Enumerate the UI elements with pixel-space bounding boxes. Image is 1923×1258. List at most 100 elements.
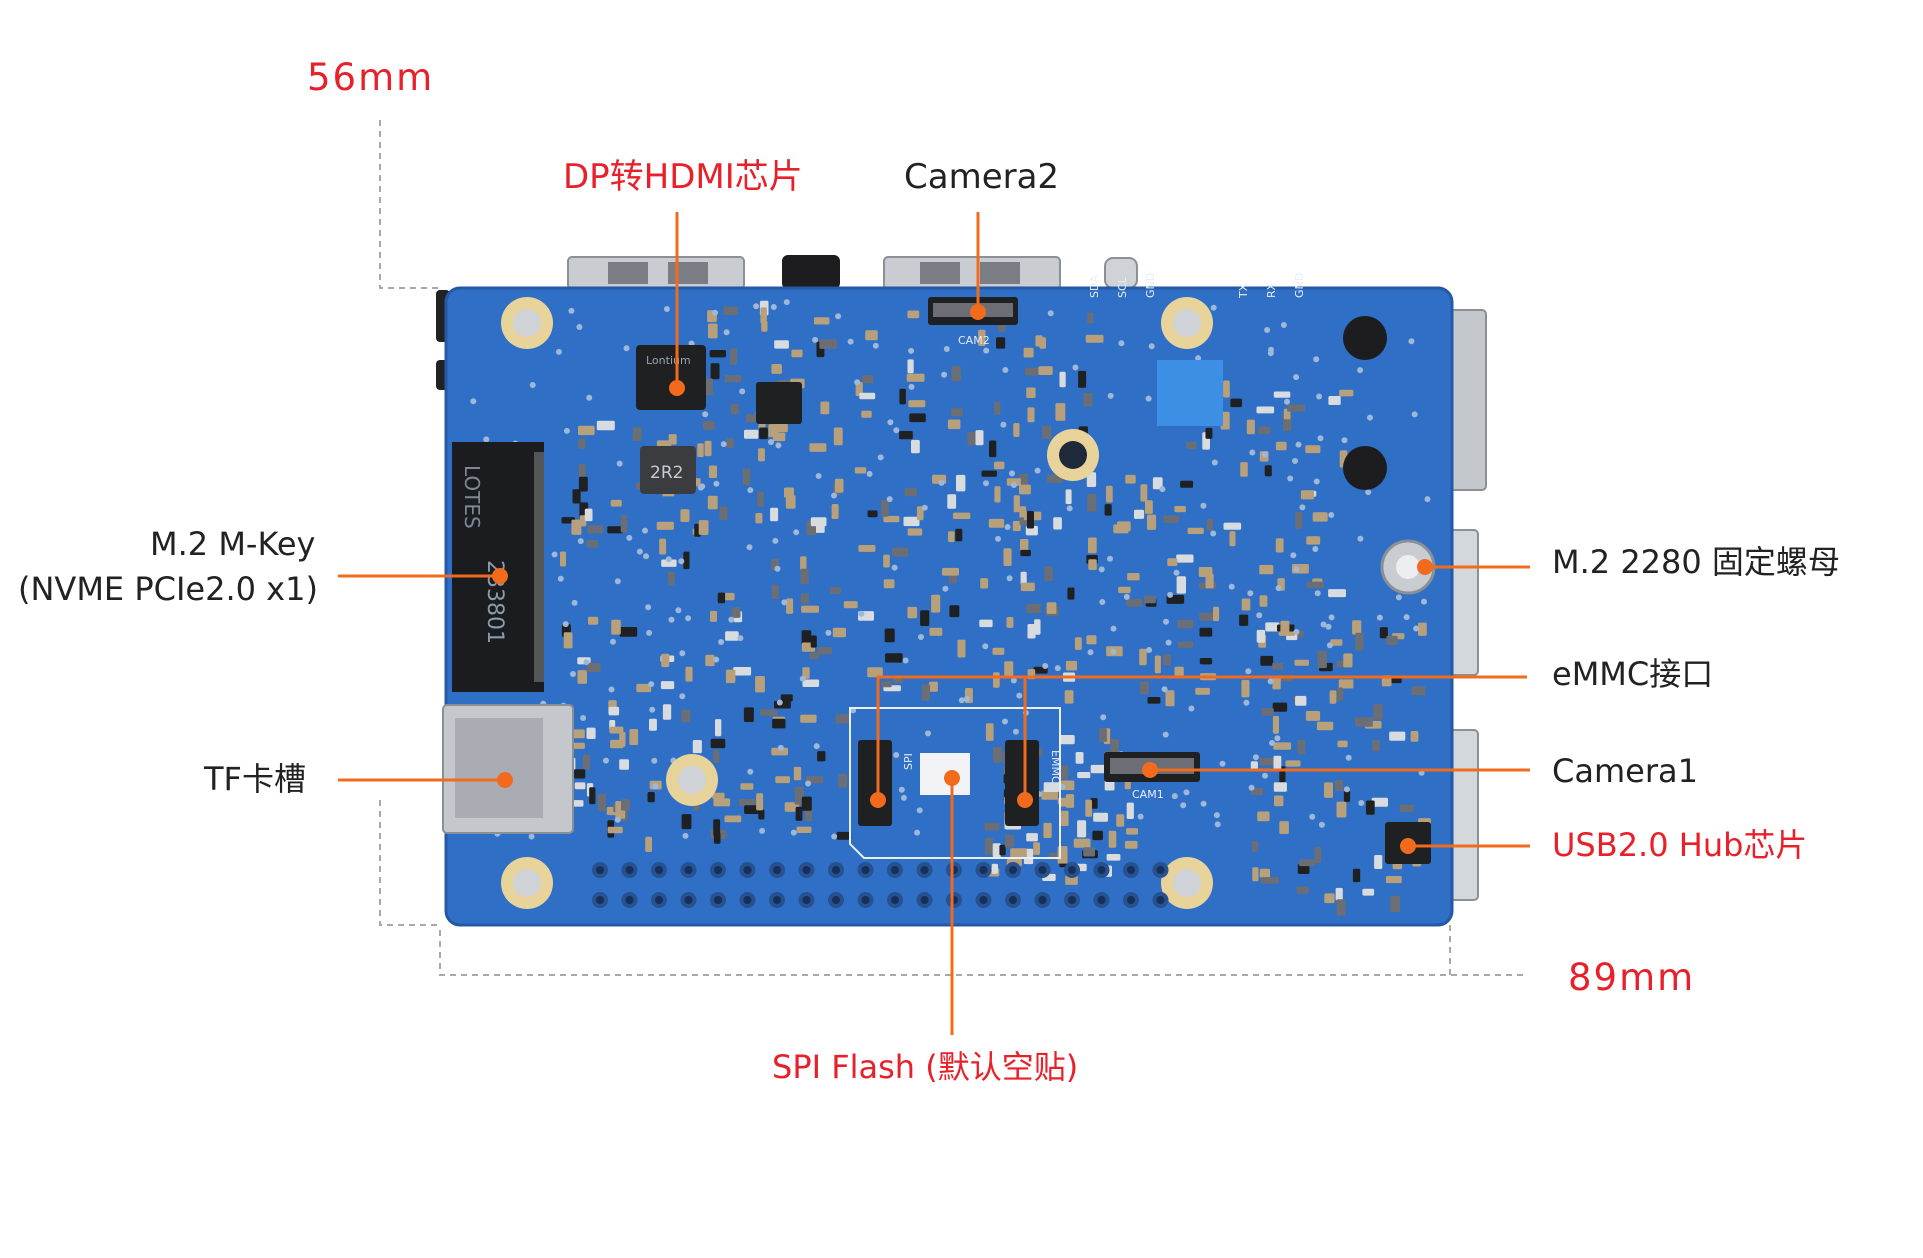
pcb-via xyxy=(570,671,576,677)
dimension-width: 89mm xyxy=(1568,956,1696,999)
smd-component xyxy=(784,487,794,498)
smd-component xyxy=(820,401,830,415)
pcb-via xyxy=(938,479,945,486)
smd-component xyxy=(1059,371,1066,388)
gpio-pin-hole xyxy=(1127,866,1135,874)
pcb-via xyxy=(1256,612,1263,619)
smd-component xyxy=(746,414,757,423)
pcb-via xyxy=(916,807,923,814)
gpio-pin-hole xyxy=(743,866,752,874)
pcb-via xyxy=(723,329,730,336)
smd-component xyxy=(801,796,812,811)
smd-component xyxy=(1012,521,1021,532)
pcb-via xyxy=(1243,699,1250,706)
pcb-via xyxy=(1200,502,1207,509)
smd-component xyxy=(980,578,989,589)
smd-component xyxy=(1386,635,1398,646)
pcb-via xyxy=(1010,482,1017,488)
gpio-silk-label: GND xyxy=(1144,273,1157,298)
smd-component xyxy=(1140,484,1148,502)
pcb-via xyxy=(563,427,570,434)
pcb-via xyxy=(616,460,623,467)
smd-component xyxy=(1337,740,1348,748)
smd-component xyxy=(884,628,895,643)
pcb-via xyxy=(925,730,931,737)
pcb-via xyxy=(777,744,784,751)
smd-component xyxy=(1038,366,1053,375)
pcb-via xyxy=(1002,367,1009,373)
smd-component xyxy=(1116,814,1125,827)
smd-component xyxy=(659,538,667,555)
smd-component xyxy=(993,461,1005,470)
pcb-via xyxy=(1269,740,1275,746)
smd-component xyxy=(1296,886,1309,894)
smd-component xyxy=(1366,800,1375,815)
pcb-via xyxy=(1110,625,1117,632)
smd-component xyxy=(1074,637,1082,650)
smd-component xyxy=(774,340,789,349)
pcb-via xyxy=(775,442,782,449)
pcb-via xyxy=(718,639,725,645)
smd-component xyxy=(1027,624,1036,639)
smd-component xyxy=(1257,811,1270,822)
smd-component xyxy=(952,512,971,519)
pcb-via xyxy=(753,303,760,310)
label-camera2: Camera2 xyxy=(904,157,1060,197)
smd-component xyxy=(833,427,843,446)
pcb-via xyxy=(1110,648,1117,655)
smd-component xyxy=(586,662,601,673)
smd-component xyxy=(1177,641,1194,648)
smd-component xyxy=(1229,531,1236,547)
orange-dot-icon xyxy=(1417,559,1433,575)
smd-component xyxy=(1010,848,1027,858)
smd-component xyxy=(832,627,846,638)
pcb-via xyxy=(1287,475,1294,482)
smd-component xyxy=(717,592,726,604)
smd-component xyxy=(1372,739,1380,752)
smd-component xyxy=(1335,887,1343,901)
pcb-via xyxy=(712,309,718,316)
smd-component xyxy=(1055,403,1066,421)
smd-component xyxy=(586,539,599,548)
pcb-via xyxy=(1284,398,1290,405)
pcb-via xyxy=(1054,665,1061,672)
smd-component xyxy=(1134,509,1145,519)
smd-component xyxy=(1090,764,1108,774)
smd-component xyxy=(1272,715,1279,734)
smd-component xyxy=(579,515,587,527)
top-connectors xyxy=(567,255,1138,290)
smd-component xyxy=(1118,586,1131,594)
pcb-via xyxy=(642,527,648,534)
smd-component xyxy=(704,440,712,457)
dimension-guides xyxy=(379,120,1525,976)
smd-component xyxy=(1295,512,1303,529)
pcb-via xyxy=(1010,677,1017,684)
smd-component xyxy=(1251,787,1263,796)
gpio-pin-hole xyxy=(596,896,604,904)
orange-dot-icon xyxy=(1400,838,1416,854)
pcb-via xyxy=(1357,535,1364,542)
smd-component xyxy=(1305,711,1321,721)
pcb-via xyxy=(663,306,670,312)
pcb-via xyxy=(900,794,907,801)
smd-component xyxy=(810,517,827,527)
pcb-via xyxy=(648,681,655,688)
pcb-via xyxy=(1146,647,1153,653)
gpio-pin-hole xyxy=(714,866,722,874)
smd-component xyxy=(715,719,722,737)
smd-component xyxy=(992,647,1005,655)
smd-component xyxy=(867,510,878,518)
smd-component xyxy=(1088,537,1097,554)
pcb-via xyxy=(1163,618,1169,625)
smd-component xyxy=(831,504,839,519)
smd-component xyxy=(761,320,768,332)
pcb-via xyxy=(713,480,720,487)
pcb-via xyxy=(679,693,686,700)
pcb-via xyxy=(555,348,562,355)
smd-component xyxy=(572,489,581,504)
pcb-via xyxy=(847,338,854,345)
smd-component xyxy=(854,467,867,474)
smd-component xyxy=(759,427,768,440)
smd-component xyxy=(1256,406,1275,414)
smd-component xyxy=(771,364,782,374)
